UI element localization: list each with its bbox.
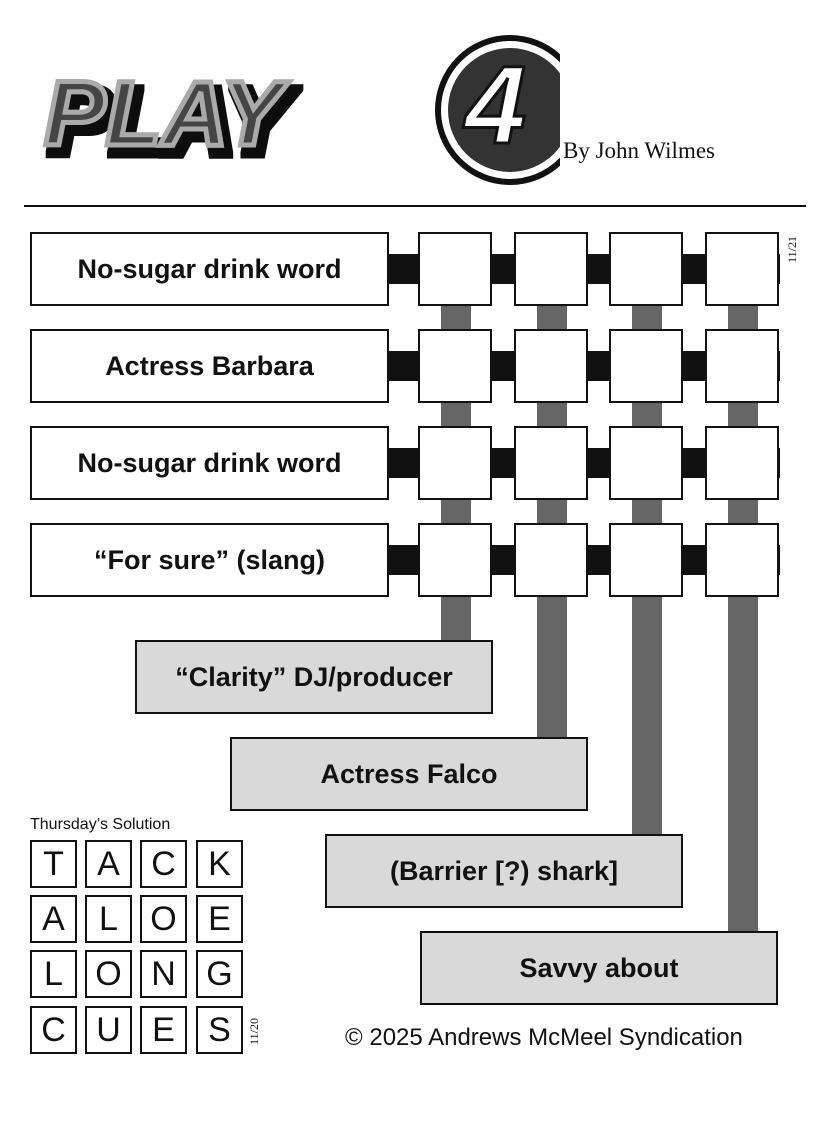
down-clue-2: Actress Falco [230, 737, 588, 811]
solution-cell: C [30, 1006, 77, 1054]
answer-cell-r3c3[interactable] [609, 426, 683, 500]
solution-date: 11/20 [247, 1018, 261, 1045]
puzzle-date: 11/21 [785, 236, 799, 263]
solution-label: Thursday’s Solution [30, 816, 171, 833]
solution-cell: C [140, 840, 187, 888]
answer-cell-r2c3[interactable] [609, 329, 683, 403]
solution-cell: O [140, 895, 187, 943]
answer-cell-r1c1[interactable] [418, 232, 492, 306]
down-clue-1: “Clarity” DJ/producer [135, 640, 493, 714]
answer-cell-r1c3[interactable] [609, 232, 683, 306]
solution-cell: N [140, 950, 187, 998]
across-clue-2: Actress Barbara [30, 329, 389, 403]
solution-cell: U [85, 1006, 132, 1054]
play4-logo: PLAY 4 [42, 35, 560, 185]
solution-cell: L [85, 895, 132, 943]
answer-cell-r3c1[interactable] [418, 426, 492, 500]
solution-cell: G [196, 950, 243, 998]
answer-cell-r2c4[interactable] [705, 329, 779, 403]
svg-text:4: 4 [463, 44, 526, 167]
header-divider [24, 205, 806, 207]
answer-cell-r3c2[interactable] [514, 426, 588, 500]
across-clue-1: No-sugar drink word [30, 232, 389, 306]
solution-cell: O [85, 950, 132, 998]
solution-cell: E [140, 1006, 187, 1054]
solution-cell: K [196, 840, 243, 888]
byline: By John Wilmes [563, 138, 715, 163]
solution-cell: E [196, 895, 243, 943]
svg-text:PLAY: PLAY [44, 63, 290, 165]
copyright: © 2025 Andrews McMeel Syndication [345, 1024, 743, 1051]
solution-cell: T [30, 840, 77, 888]
answer-cell-r1c4[interactable] [705, 232, 779, 306]
answer-cell-r4c2[interactable] [514, 523, 588, 597]
answer-cell-r4c4[interactable] [705, 523, 779, 597]
down-clue-3: (Barrier [?) shark] [325, 834, 683, 908]
solution-cell: A [85, 840, 132, 888]
answer-cell-r3c4[interactable] [705, 426, 779, 500]
across-clue-3: No-sugar drink word [30, 426, 389, 500]
answer-cell-r1c2[interactable] [514, 232, 588, 306]
down-connector-4 [728, 300, 758, 936]
answer-cell-r4c1[interactable] [418, 523, 492, 597]
solution-cell: S [196, 1006, 243, 1054]
across-clue-4: “For sure” (slang) [30, 523, 389, 597]
answer-cell-r4c3[interactable] [609, 523, 683, 597]
solution-cell: L [30, 950, 77, 998]
down-clue-4: Savvy about [420, 931, 778, 1005]
answer-cell-r2c2[interactable] [514, 329, 588, 403]
answer-cell-r2c1[interactable] [418, 329, 492, 403]
solution-cell: A [30, 895, 77, 943]
